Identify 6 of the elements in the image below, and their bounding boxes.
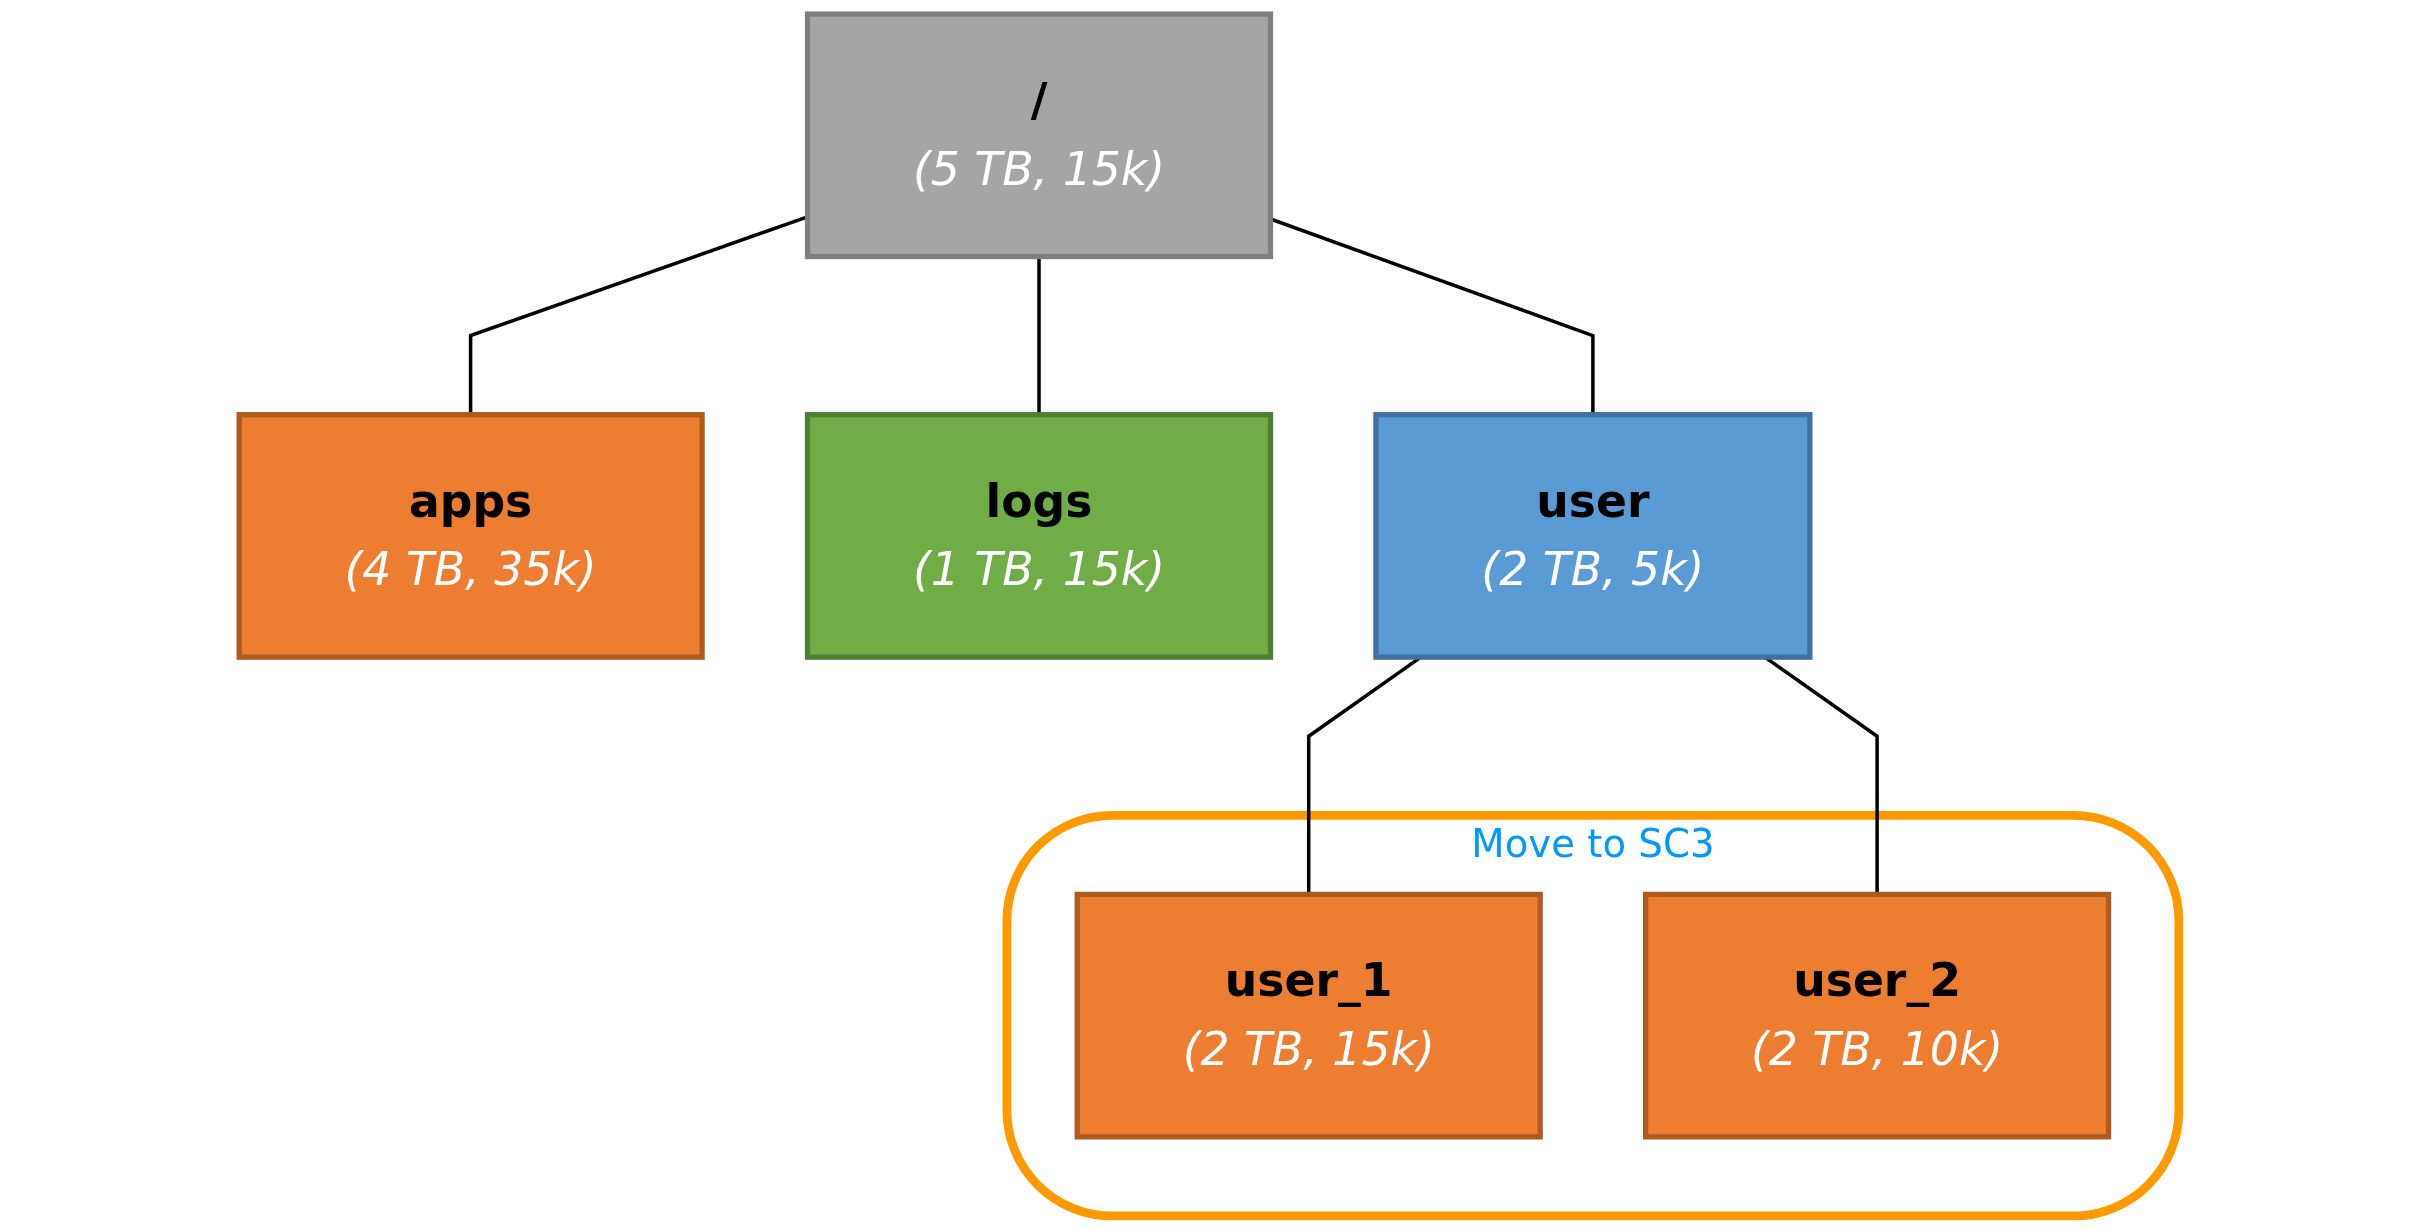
node-box: user_1 (2 TB, 15k) xyxy=(1074,891,1543,1140)
node-box: user_2 (2 TB, 10k) xyxy=(1643,891,2112,1140)
node-box: logs (1 TB, 15k) xyxy=(804,412,1274,660)
node-box: / (5 TB, 15k) xyxy=(804,11,1274,260)
node-box: apps (4 TB, 35k) xyxy=(236,412,705,660)
node-box: user (2 TB, 5k) xyxy=(1373,412,1813,660)
